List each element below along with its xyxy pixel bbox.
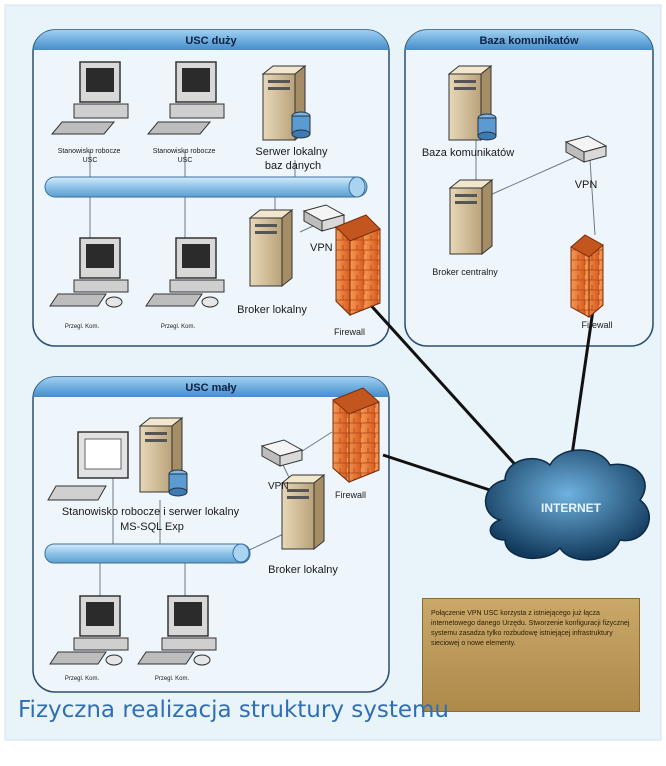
- ws1-label-line1: Stanowisko robocze: [58, 148, 121, 155]
- vpn-base-icon: [564, 135, 608, 163]
- srv-local-label: Serwer lokalny baz danych: [255, 146, 330, 172]
- server-local-db: [261, 64, 311, 142]
- firewall-large-icon: [335, 214, 381, 317]
- workstation-4: [145, 237, 225, 308]
- srv-local-label-line1: Serwer lokalny: [255, 146, 328, 158]
- vpn-small-icon: [260, 439, 304, 467]
- firewall-base-label: Firewall: [581, 320, 612, 330]
- workstation-2: [146, 61, 225, 135]
- vpn-small-label: VPN: [268, 481, 289, 492]
- base-db-label: Baza komunikatów: [422, 147, 514, 159]
- internet-cloud-icon: INTERNET: [484, 449, 650, 561]
- server-broker-central: [448, 178, 494, 256]
- figure-caption: Fizyczna realizacja struktury systemu: [18, 697, 449, 723]
- ws2-label-line2: USC: [178, 157, 193, 164]
- group-title-large: USC duży: [185, 35, 237, 47]
- broker-local-small-label: Broker lokalny: [268, 564, 338, 576]
- group-title-small: USC mały: [185, 382, 237, 394]
- workstation-small: [47, 431, 129, 501]
- vpn-base-label: VPN: [575, 179, 598, 191]
- przegl4-label: Przegl. Kom.: [155, 676, 190, 682]
- server-broker-small: [280, 473, 326, 551]
- firewall-base-icon: [570, 234, 604, 319]
- ws-small-label-line2: MS-SQL Exp: [120, 521, 184, 533]
- server-base-db: [447, 64, 497, 142]
- ws1-label: Stanowisko robocze USC: [58, 148, 123, 164]
- internet-label: INTERNET: [541, 501, 602, 515]
- ws1-label-line2: USC: [83, 157, 98, 164]
- broker-local-large-label: Broker lokalny: [237, 304, 307, 316]
- group-title-base: Baza komunikatów: [479, 35, 578, 47]
- internet-links: [355, 288, 595, 497]
- server-broker-large: [248, 208, 294, 288]
- workstation-6: [137, 595, 217, 666]
- workstation-3: [49, 237, 129, 308]
- ws-small-label: Stanowisko robocze i serwer lokalny MS-S…: [62, 506, 242, 533]
- firewall-small-icon: [332, 387, 380, 484]
- note-box: Połączenie VPN USC korzysta z istniejące…: [422, 598, 640, 712]
- workstation-5: [49, 595, 129, 666]
- firewall-small-label: Firewall: [335, 490, 366, 500]
- server-local-small: [138, 416, 188, 497]
- group-base: Baza komunikatów: [404, 29, 654, 347]
- ws-small-label-line1: Stanowisko robocze i serwer lokalny: [62, 506, 240, 518]
- ws2-label: Stanowisko robocze USC: [153, 148, 218, 164]
- vpn-large-label: VPN: [310, 242, 333, 254]
- firewall-large-label: Firewall: [334, 327, 365, 337]
- przegl2-label: Przegl. Kom.: [161, 324, 196, 330]
- bus-large: [44, 176, 368, 198]
- srv-local-label-line2: baz danych: [265, 160, 321, 172]
- workstation-1: [50, 61, 129, 135]
- bus-small: [44, 543, 251, 564]
- ws2-label-line1: Stanowisko robocze: [153, 148, 216, 155]
- broker-central-label: Broker centralny: [432, 267, 498, 277]
- diagram-labels: Stanowisko robocze USC Stanowisko robocz…: [58, 146, 613, 682]
- przegl1-label: Przegl. Kom.: [65, 324, 100, 330]
- przegl3-label: Przegl. Kom.: [65, 676, 100, 682]
